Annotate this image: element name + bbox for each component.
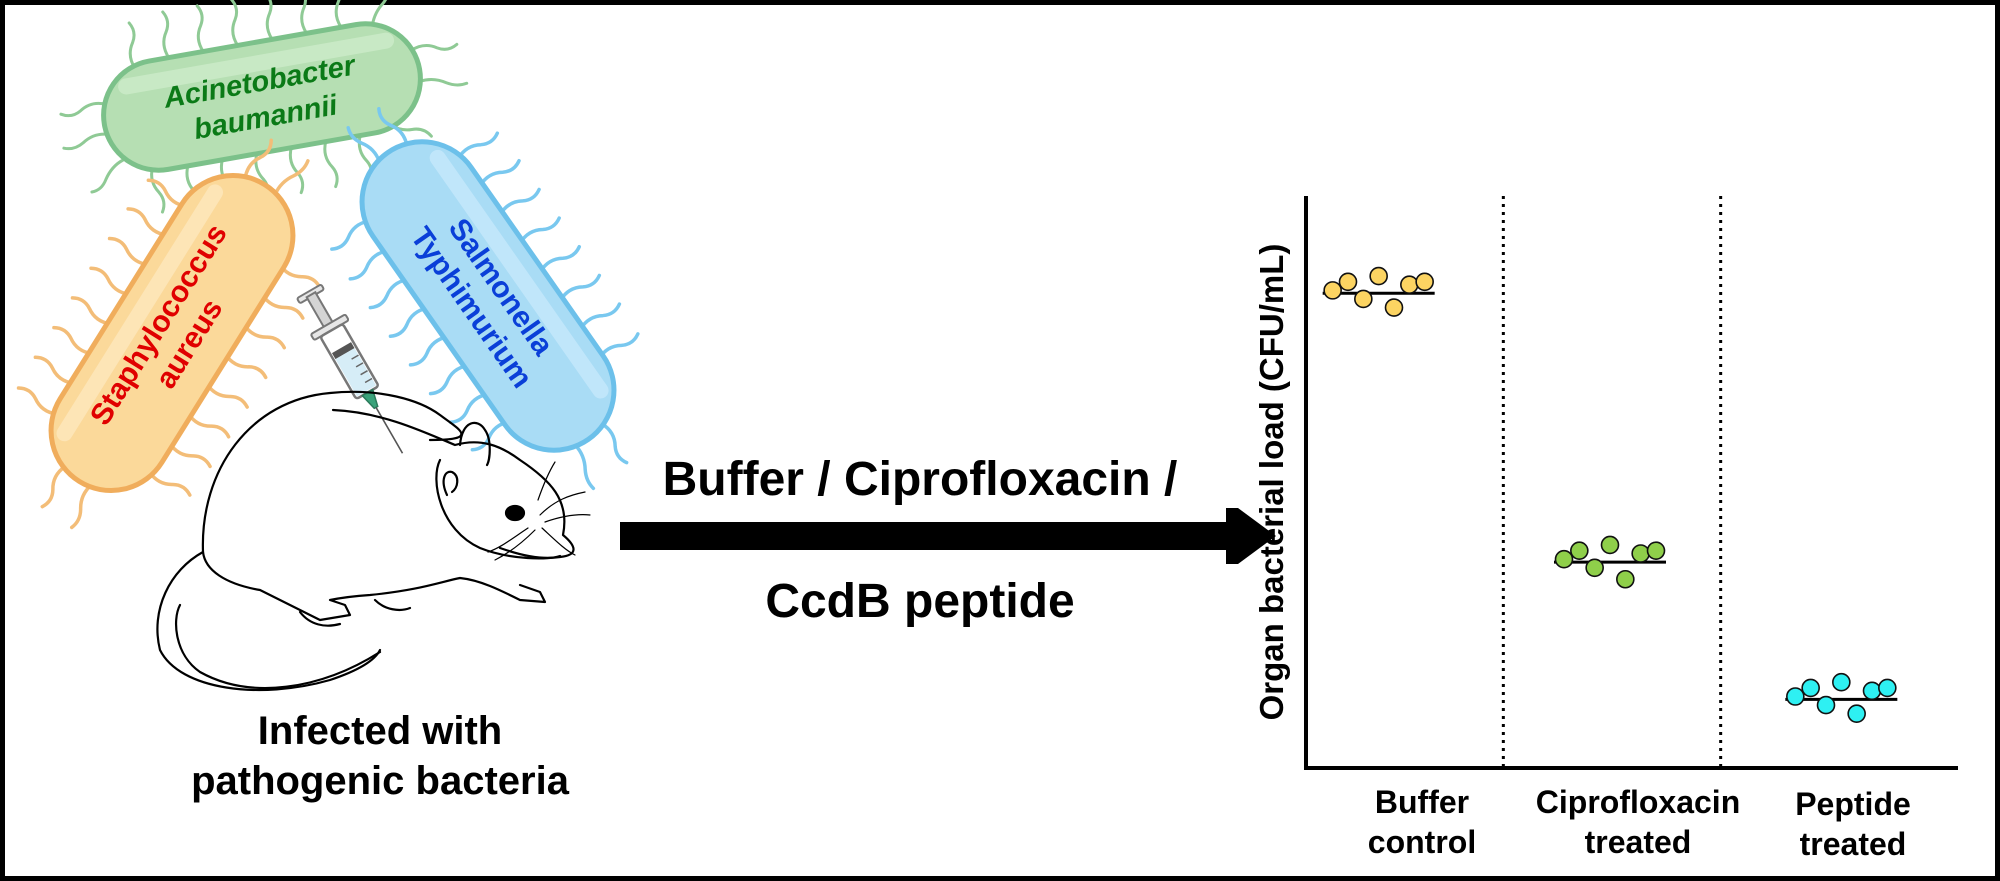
data-point [1786,687,1805,706]
data-point [1400,275,1419,294]
syringe-icon [296,284,404,454]
flagella-orange [16,138,322,530]
data-point [1847,704,1866,723]
y-axis-label: Organ bacterial load (CFU/mL) [1253,244,1290,721]
data-point [1554,549,1574,569]
data-point [1878,678,1897,698]
treatment-peptide-text: CcdB peptide [765,575,1075,628]
data-point [1816,695,1836,715]
data-point [1338,272,1358,292]
cell-body-green [101,21,423,173]
data-point [1600,535,1620,555]
data-point [1862,681,1882,701]
x-tick-label-ciprofloxacin: Ciprofloxacin treated [1518,782,1758,862]
x-tick-label-peptide-line1: Peptide [1795,786,1911,822]
x-tick-label-peptide-line2: treated [1799,826,1907,862]
data-point [1384,298,1404,317]
data-point [1415,272,1434,292]
data-point [1585,558,1604,578]
data-point [1323,281,1342,300]
bacterial-load-chart: Organ bacterial load (CFU/mL) [1253,196,1958,770]
data-point [1631,544,1650,563]
data-point [1354,289,1373,309]
infection-caption-line2: pathogenic bacteria [191,759,569,803]
infection-caption-line1: Infected with [257,709,503,753]
x-tick-label-buffer: Buffer control [1302,782,1542,862]
x-tick-label-buffer-line1: Buffer [1374,784,1470,820]
bacterium-staphylococcus: Staphylococcus aureus [16,138,322,530]
data-point [1369,266,1388,286]
x-tick-label-ciprofloxacin-line1: Ciprofloxacin [1535,784,1741,820]
data-point [1832,672,1851,692]
infection-caption: Infected with pathogenic bacteria [140,706,620,806]
data-point [1616,569,1635,589]
x-tick-label-peptide: Peptide treated [1733,784,1973,864]
treatment-arrow [620,508,1276,564]
data-point [1646,541,1666,560]
data-point [1570,541,1589,560]
cell-body-blue [359,139,617,453]
data-point [1801,678,1820,698]
treatment-options-text: Buffer / Ciprofloxacin / [662,453,1178,506]
x-tick-label-ciprofloxacin-line2: treated [1584,824,1692,860]
x-tick-label-buffer-line2: control [1367,824,1477,860]
mouse-icon [156,390,591,692]
